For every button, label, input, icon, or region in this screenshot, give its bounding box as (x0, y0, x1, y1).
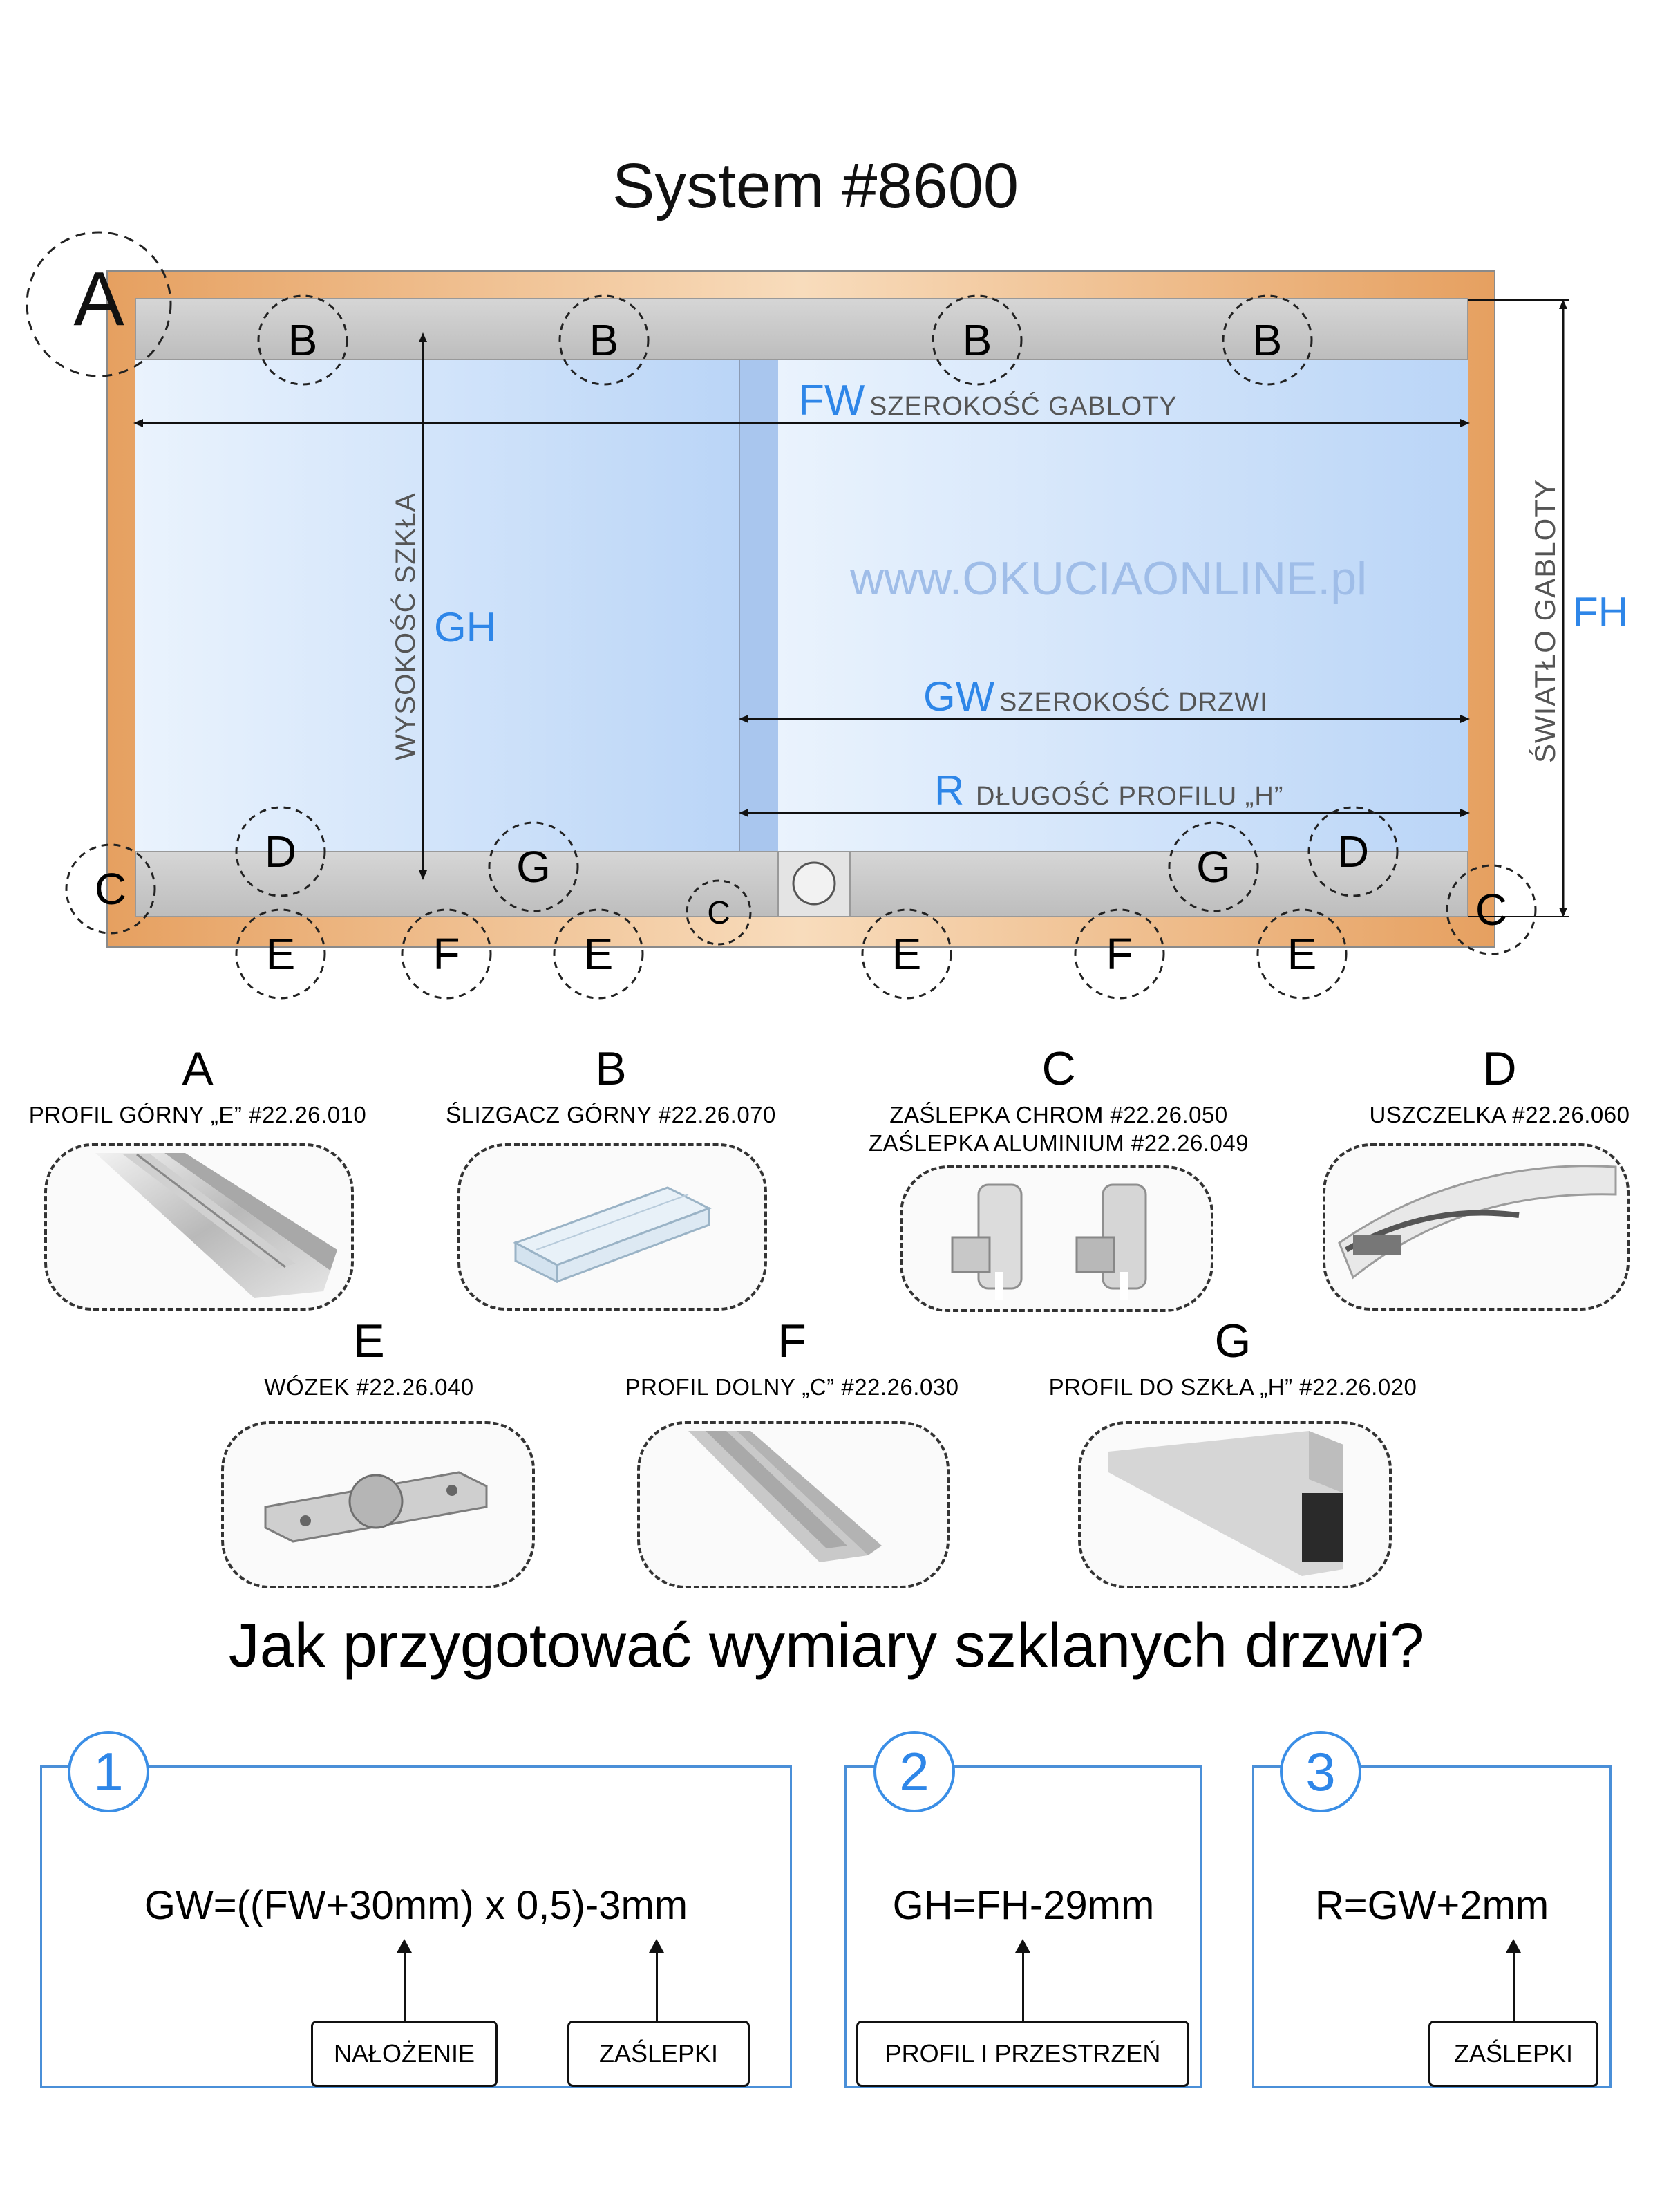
page-title: System #8600 (612, 151, 1019, 221)
marker-g-2: G (1196, 842, 1231, 892)
part-g-image (1078, 1421, 1392, 1588)
step-2-box: GH=FH-29mm PROFIL I PRZESTRZEŃ (844, 1765, 1202, 2088)
gw-label: GW (923, 673, 995, 720)
part-a-label: PROFIL GÓRNY „E” #22.26.010 (28, 1102, 367, 1127)
step-3-formula: R=GW+2mm (1314, 1883, 1549, 1928)
r-label: R (934, 767, 964, 814)
part-c-label: ZAŚLEPKA CHROM #22.26.050 ZAŚLEPKA ALUMI… (817, 1100, 1301, 1158)
step-2-arrow (1015, 1939, 1030, 2021)
step-2-formula: GH=FH-29mm (892, 1883, 1155, 1928)
fw-label: FW (798, 377, 865, 424)
step-3-arrow (1506, 1939, 1521, 2021)
part-g-letter: G (1214, 1315, 1251, 1367)
part-e-label: WÓZEK #22.26.040 (264, 1374, 474, 1400)
profile-h-icon (1108, 1431, 1343, 1576)
part-d-image (1323, 1143, 1630, 1311)
marker-b-3: B (963, 315, 992, 365)
end-cap-icon (951, 1183, 1147, 1300)
gw-description: SZEROKOŚĆ DRZWI (999, 686, 1268, 717)
part-f-label: PROFIL DOLNY „C” #22.26.030 (625, 1374, 959, 1400)
part-b-label: ŚLIZGACZ GÓRNY #22.26.070 (446, 1102, 776, 1127)
part-c-image (900, 1165, 1213, 1312)
step-1-arrow-1 (397, 1939, 412, 2021)
part-f-letter: F (777, 1315, 806, 1367)
glass-panel-right (778, 359, 1468, 852)
marker-b-1: B (288, 315, 318, 365)
fw-description: SZEROKOŚĆ GABLOTY (869, 390, 1178, 421)
step-2-note: PROFIL I PRZESTRZEŃ (856, 2021, 1189, 2087)
part-d-label: USZCZELKA #22.26.060 (1369, 1102, 1630, 1127)
marker-g-1: G (516, 842, 551, 892)
section-question: Jak przygotować wymiary szklanych drzwi? (228, 1611, 1425, 1680)
step-2-number: 2 (873, 1731, 955, 1812)
marker-a-letter: A (73, 256, 124, 341)
marker-e-2: E (584, 929, 614, 979)
profile-bottom-icon (688, 1431, 882, 1562)
marker-f-1: F (433, 929, 460, 979)
part-c-label-2: ZAŚLEPKA ALUMINIUM #22.26.049 (868, 1130, 1249, 1156)
part-a-letter: A (182, 1042, 214, 1095)
part-b-letter: B (595, 1042, 627, 1095)
marker-c-1: C (95, 864, 126, 914)
part-b-image (457, 1143, 767, 1311)
glass-panel-left (135, 359, 739, 852)
marker-e-3: E (892, 929, 922, 979)
marker-f-2: F (1106, 929, 1133, 979)
part-d-letter: D (1482, 1042, 1517, 1095)
part-e-letter: E (353, 1315, 385, 1367)
profile-top-icon (95, 1153, 337, 1298)
gasket-icon (1338, 1165, 1617, 1280)
watermark-text: www.OKUCIAONLINE.pl (849, 552, 1367, 605)
gh-description: WYSOKOŚĆ SZKŁA (389, 493, 421, 760)
carriage-icon (264, 1471, 488, 1543)
r-description: DŁUGOŚĆ PROFILU „H” (976, 780, 1283, 811)
marker-e-1: E (266, 929, 296, 979)
system-diagram: System #8600 FW SZEROKOŚĆ GABLOTY GH WYS… (26, 151, 1628, 1000)
part-g-label: PROFIL DO SZKŁA „H” #22.26.020 (1048, 1374, 1417, 1400)
marker-c-3: C (1475, 885, 1507, 935)
step-1-arrow-2 (649, 1939, 664, 2021)
step-1-box: GW=((FW+30mm) x 0,5)-3mm NAŁOŻENIE ZAŚLE… (40, 1765, 792, 2088)
part-c-label-1: ZAŚLEPKA CHROM #22.26.050 (889, 1102, 1228, 1127)
step-1-formula: GW=((FW+30mm) x 0,5)-3mm (144, 1883, 688, 1928)
below-markers: E F E E F E (235, 908, 1348, 1000)
step-1-number: 1 (68, 1731, 149, 1812)
marker-b-4: B (1253, 315, 1283, 365)
marker-c-2: C (707, 894, 730, 930)
gh-label: GH (434, 604, 496, 650)
step-1-note-1: NAŁOŻENIE (311, 2021, 498, 2087)
marker-a-circle (26, 231, 172, 377)
slider-icon (513, 1186, 712, 1284)
top-rail (135, 298, 1468, 360)
fh-description: ŚWIATŁO GABLOTY (1528, 479, 1561, 763)
glass-separator (739, 359, 778, 852)
part-e-image (221, 1421, 535, 1588)
marker-d-1: D (265, 827, 296, 877)
fh-label: FH (1573, 589, 1628, 635)
marker-e-4: E (1287, 929, 1317, 979)
step-3-box: R=GW+2mm ZAŚLEPKI (1252, 1765, 1612, 2088)
top-markers: B B B B (257, 294, 1313, 386)
wheel-icon (792, 861, 836, 906)
part-c-letter: C (1041, 1042, 1076, 1095)
marker-b-2: B (589, 315, 619, 365)
marker-d-2: D (1337, 827, 1369, 877)
step-3-number: 3 (1280, 1731, 1361, 1812)
part-f-image (637, 1421, 950, 1588)
bottom-markers: C D G C G D C (65, 806, 1537, 955)
part-a-image (44, 1143, 354, 1311)
step-1-note-2: ZAŚLEPKI (567, 2021, 750, 2087)
step-3-note: ZAŚLEPKI (1428, 2021, 1598, 2087)
